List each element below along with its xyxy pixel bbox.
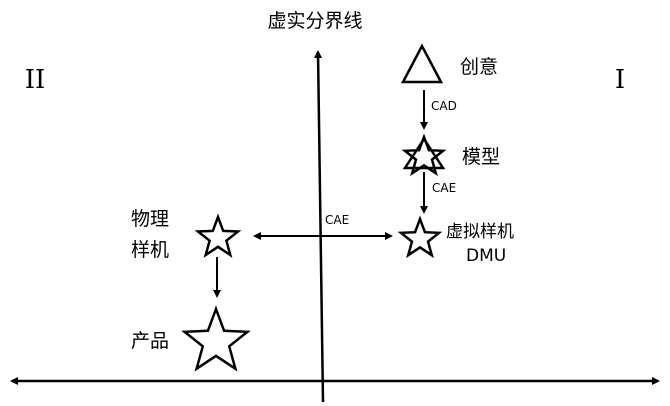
idea-label: 创意 [460, 56, 498, 78]
triangle-icon [400, 43, 444, 84]
physical-label-line1: 物理 [131, 208, 169, 230]
diagram-title: 虚实分界线 [267, 10, 362, 32]
dmu-label-line2: DMU [466, 246, 506, 266]
star-icon-physical [194, 213, 242, 258]
cad-label: CAD [431, 99, 457, 113]
cae-label-vertical: CAE [432, 181, 456, 195]
dmu-label-line1: 虚拟样机 [446, 222, 514, 242]
quadrant-2-label: II [25, 65, 46, 95]
quadrant-1-label: I [615, 65, 625, 95]
physical-label-line2: 样机 [131, 239, 169, 261]
virtual-real-divider-line [314, 50, 325, 403]
star-triangle-icon [401, 133, 447, 177]
product-label: 产品 [131, 330, 169, 352]
large-star-icon-product [181, 305, 251, 372]
cae-label-horizontal: CAE [325, 213, 349, 227]
model-label: 模型 [462, 146, 500, 168]
star-icon-dmu [397, 215, 443, 259]
